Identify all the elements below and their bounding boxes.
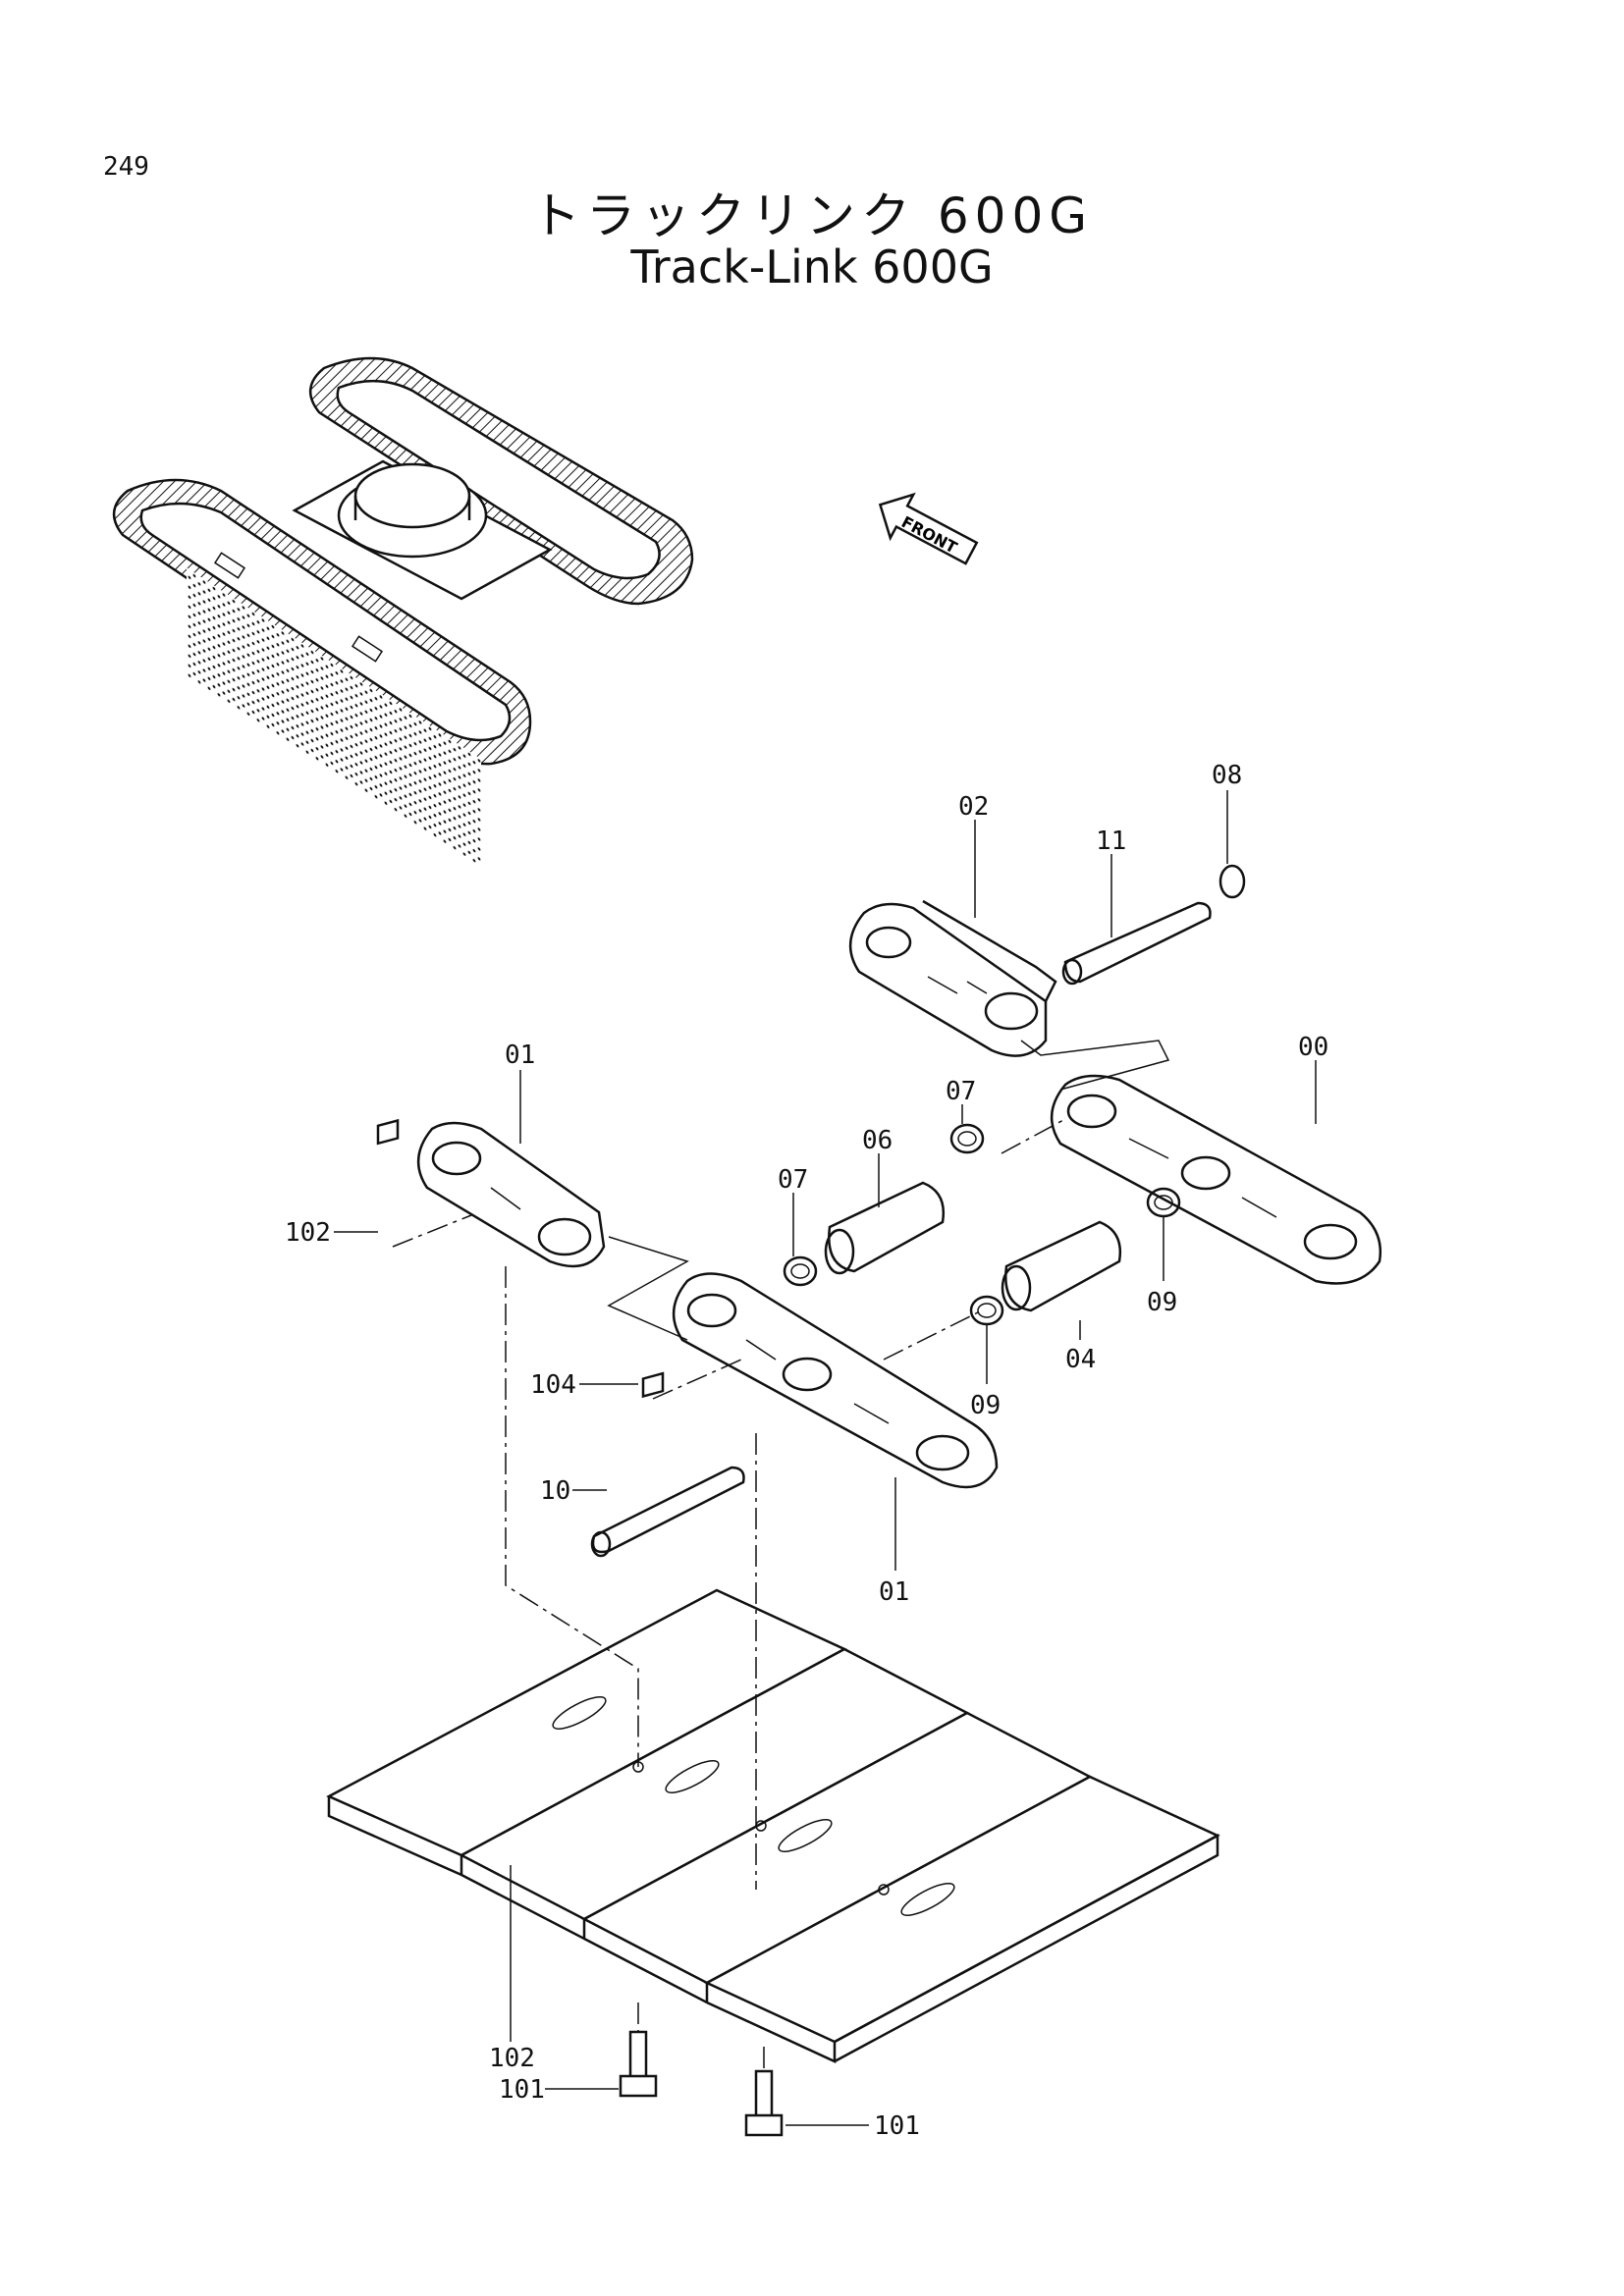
part-07-seal-b	[949, 1123, 985, 1154]
part-labels: 02 11 08 00 01 06 07 07 09 09 04 01 102 …	[285, 761, 1328, 2141]
part-02-link	[848, 899, 1057, 1057]
front-direction-arrow: FRONT	[878, 492, 979, 565]
label-101-a: 101	[499, 2075, 545, 2105]
part-09-seal-b	[1146, 1187, 1181, 1218]
label-09-a: 09	[970, 1391, 1001, 1420]
part-07-seal-a	[783, 1255, 818, 1287]
label-06: 06	[862, 1126, 893, 1155]
label-09-b: 09	[1147, 1288, 1177, 1317]
leader-lines	[334, 790, 1317, 2126]
label-10: 10	[540, 1476, 570, 1506]
label-11: 11	[1096, 827, 1126, 856]
part-04-bushing	[1001, 1220, 1122, 1312]
page-title-english: Track-Link 600G	[630, 240, 994, 294]
undercarriage-overview-illustration	[113, 356, 694, 868]
label-01-lower: 01	[879, 1577, 909, 1607]
label-07-b: 07	[946, 1077, 976, 1106]
part-10-pin	[590, 1466, 745, 1558]
part-11-pin	[1061, 901, 1212, 986]
label-101-b: 101	[874, 2111, 920, 2141]
label-104: 102	[489, 2044, 535, 2073]
part-102-nut-a	[376, 1118, 400, 1146]
label-102-a: 102	[285, 1218, 331, 1248]
label-08: 08	[1212, 761, 1242, 790]
label-01-upper: 01	[505, 1041, 535, 1070]
page-number: 249	[103, 152, 149, 182]
part-08-snap-ring	[1218, 864, 1246, 899]
part-01-link-upper	[416, 1121, 606, 1268]
part-101-bolt-a	[619, 2030, 658, 2098]
part-01-link-lower	[672, 1272, 999, 1489]
label-00: 00	[1298, 1033, 1328, 1062]
assembly-centerlines	[392, 1040, 1170, 2071]
part-102-nut-b	[641, 1371, 665, 1399]
label-102-b: 104	[530, 1370, 576, 1400]
label-07-a: 07	[778, 1165, 808, 1195]
label-04: 04	[1065, 1345, 1096, 1374]
page-title-japanese: トラックリンク 600G	[530, 187, 1094, 244]
part-06-bushing	[824, 1181, 946, 1275]
label-02: 02	[958, 792, 989, 822]
part-101-bolt-b	[744, 2069, 784, 2137]
part-104-track-shoes	[326, 1588, 1220, 2063]
part-09-seal-a	[969, 1295, 1004, 1326]
